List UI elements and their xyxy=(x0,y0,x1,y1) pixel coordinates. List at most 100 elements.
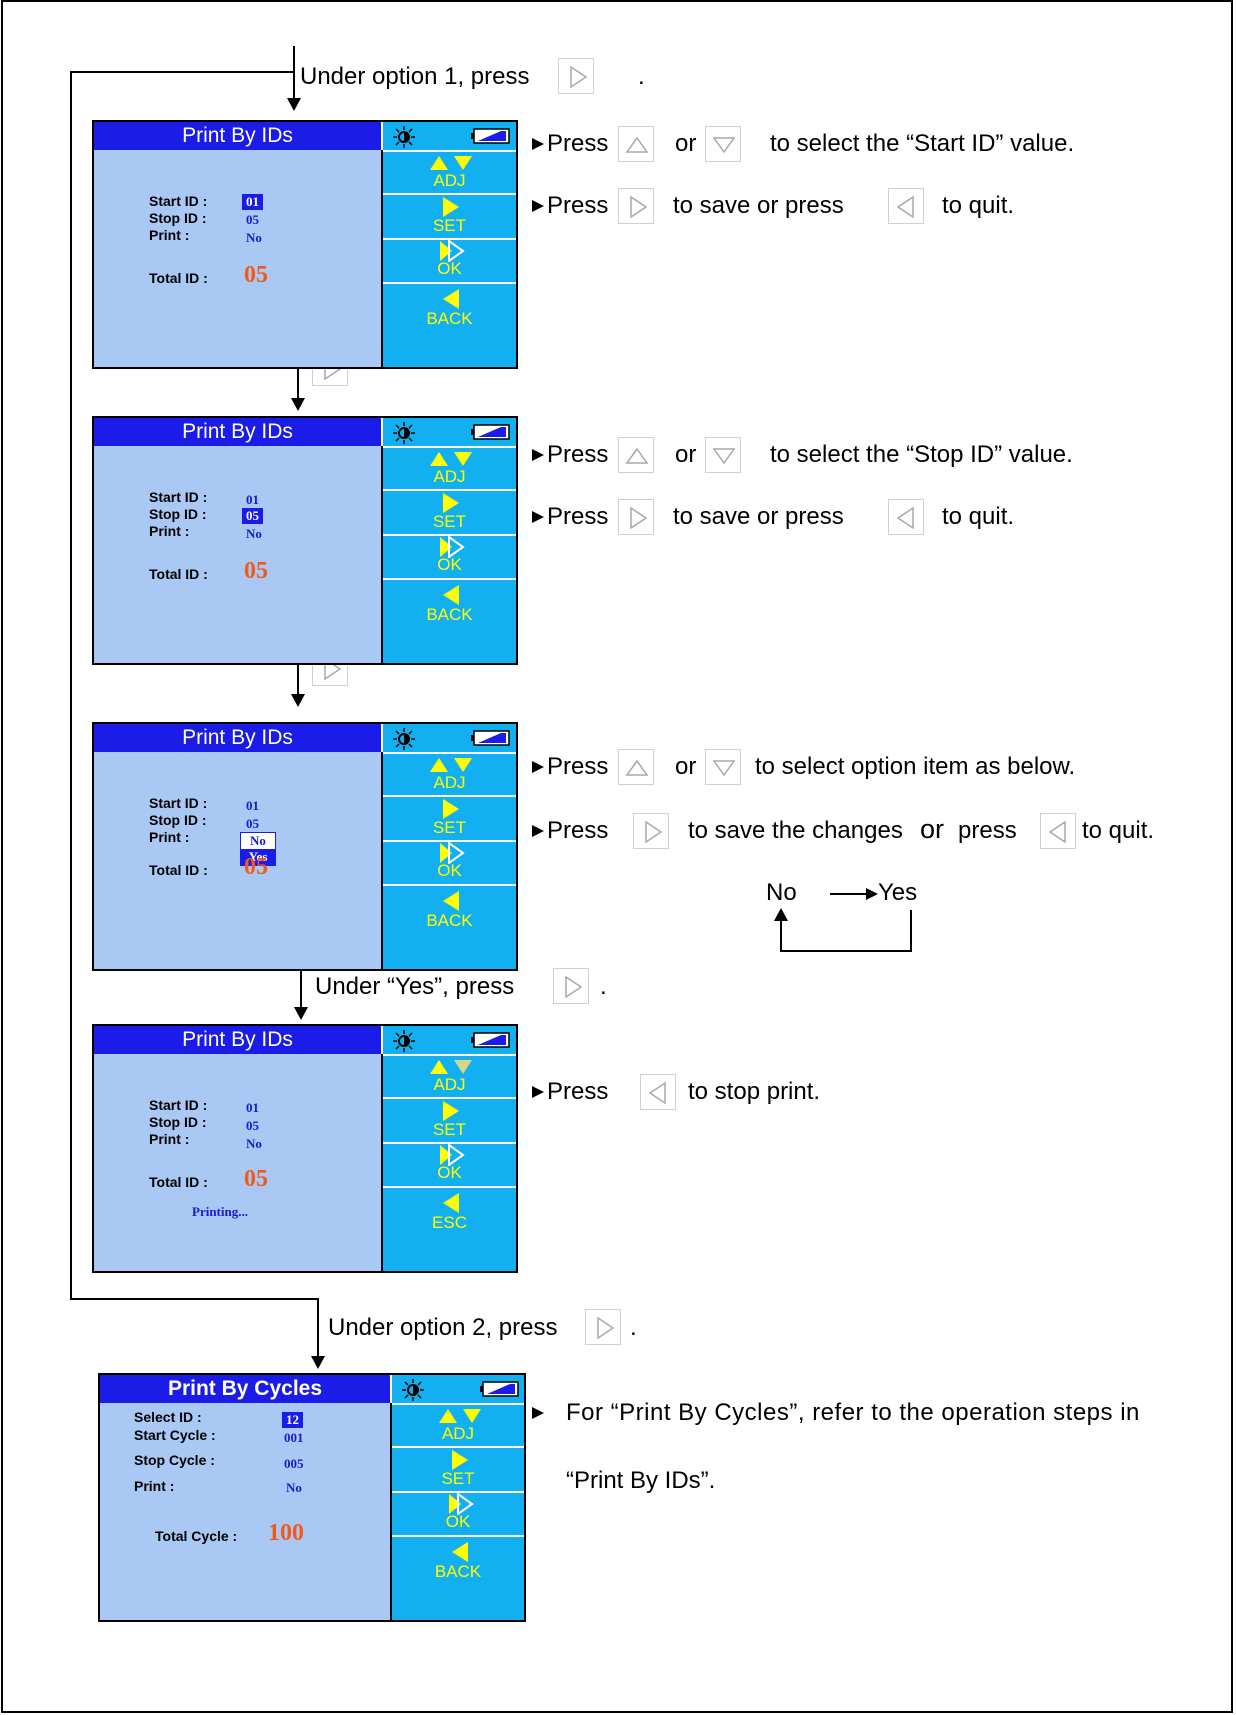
soft-key-ok[interactable]: OK xyxy=(437,259,462,278)
arrow-down-icon xyxy=(311,1356,325,1369)
stop-id-value: 05 xyxy=(246,1118,259,1133)
soft-key-set[interactable]: SET xyxy=(441,1469,475,1488)
device-screen-stop-id: Print By IDs Start ID : 01 Stop ID : 05 … xyxy=(92,416,518,665)
connector-line xyxy=(293,46,295,101)
soft-key-adj[interactable]: ADJ xyxy=(441,1424,475,1443)
print-value: No xyxy=(246,1136,262,1151)
left-arrow-icon xyxy=(443,891,459,911)
printing-status: Printing... xyxy=(192,1204,248,1219)
bullet-arrow-icon xyxy=(532,1407,544,1419)
soft-key-back[interactable]: BACK xyxy=(434,1562,482,1581)
print-label: Print : xyxy=(149,227,190,243)
print-value: No xyxy=(286,1480,302,1495)
period-text: . xyxy=(630,1314,637,1341)
connector-line xyxy=(70,71,72,1300)
print-label: Print : xyxy=(149,1131,190,1147)
right-arrow-icon xyxy=(443,197,459,217)
up-down-arrows-icon xyxy=(430,1060,472,1074)
cycle-no-label: No xyxy=(766,879,797,906)
right-key-icon xyxy=(553,968,589,1004)
start-id-label: Start ID : xyxy=(149,489,208,505)
brightness-icon xyxy=(393,728,415,750)
double-right-arrow-icon xyxy=(440,240,465,262)
left-key-icon xyxy=(1040,813,1076,849)
device-screen-start-id: Print By IDs Start ID : 01 Stop ID : 05 … xyxy=(92,120,518,369)
left-arrow-icon xyxy=(443,1193,459,1213)
soft-key-set[interactable]: SET xyxy=(432,818,467,837)
print-option-dropdown[interactable]: No Yes xyxy=(240,832,276,866)
soft-key-panel: ADJ SET OK BACK xyxy=(392,1375,524,1620)
print-value: No xyxy=(246,230,262,245)
soft-key-adj[interactable]: ADJ xyxy=(433,467,466,486)
instruction-text: to save or press xyxy=(673,192,844,219)
start-id-label: Start ID : xyxy=(149,795,208,811)
bullet-arrow-icon xyxy=(532,449,544,461)
brightness-icon xyxy=(393,126,415,148)
left-key-icon xyxy=(888,188,924,224)
soft-key-adj[interactable]: ADJ xyxy=(433,1075,466,1094)
total-id-value: 05 xyxy=(244,854,268,880)
total-id-label: Total ID : xyxy=(149,566,208,582)
screen-body: Start ID : 01 Stop ID : 05 Print : No To… xyxy=(94,1054,383,1271)
start-id-value: 01 xyxy=(246,1100,259,1115)
soft-key-back[interactable]: BACK xyxy=(426,605,473,624)
instruction-text: to quit. xyxy=(942,192,1015,219)
up-down-arrows-icon xyxy=(439,1409,481,1423)
soft-key-set[interactable]: SET xyxy=(432,1120,467,1139)
arrow-up-icon xyxy=(774,908,788,921)
bullet-arrow-icon xyxy=(532,200,544,212)
instruction-text: Press xyxy=(547,192,609,219)
soft-key-adj[interactable]: ADJ xyxy=(433,171,466,190)
start-id-label: Start ID : xyxy=(149,193,208,209)
soft-key-panel: ADJ SET OK BACK xyxy=(383,724,516,969)
total-cycle-value: 100 xyxy=(268,1520,304,1546)
up-down-arrows-icon xyxy=(430,758,472,772)
screen-title: Print By IDs xyxy=(94,418,381,446)
right-key-icon xyxy=(618,188,654,224)
soft-key-back[interactable]: BACK xyxy=(426,911,473,930)
screen-body: Select ID : 12 Start Cycle : 001 Stop Cy… xyxy=(100,1403,392,1620)
print-value: No xyxy=(246,526,262,541)
soft-key-panel: ADJ SET OK BACK xyxy=(383,418,516,663)
bullet-arrow-icon xyxy=(532,138,544,150)
connector-line xyxy=(297,642,299,696)
right-key-icon xyxy=(585,1309,621,1345)
instruction-text: press xyxy=(958,817,1017,844)
cycle-return-line xyxy=(910,910,912,952)
bullet-arrow-icon xyxy=(532,1086,544,1098)
soft-key-ok[interactable]: OK xyxy=(445,1512,471,1531)
double-right-arrow-icon xyxy=(440,842,465,864)
arrow-down-icon xyxy=(291,398,305,411)
soft-key-ok[interactable]: OK xyxy=(437,555,462,574)
brightness-icon xyxy=(393,1030,415,1052)
screen-title: Print By Cycles xyxy=(100,1375,390,1403)
right-arrow-icon xyxy=(443,1101,459,1121)
bullet-arrow-icon xyxy=(532,825,544,837)
instruction-text: to save or press xyxy=(673,503,844,530)
down-key-icon xyxy=(705,749,741,785)
soft-key-set[interactable]: SET xyxy=(432,512,467,531)
soft-key-back[interactable]: BACK xyxy=(426,309,473,328)
soft-key-adj[interactable]: ADJ xyxy=(433,773,466,792)
instruction-text: to quit. xyxy=(1082,817,1155,844)
stop-id-label: Stop ID : xyxy=(149,812,207,828)
double-right-arrow-icon xyxy=(440,536,465,558)
arrow-right-icon xyxy=(866,888,878,900)
soft-key-ok[interactable]: OK xyxy=(437,1163,462,1182)
screen-body: Start ID : 01 Stop ID : 05 Print : No To… xyxy=(94,150,383,367)
battery-icon xyxy=(471,730,510,746)
print-option-yes[interactable]: Yes xyxy=(241,849,275,865)
instruction-option1: Under option 1, press xyxy=(300,63,530,90)
soft-key-esc[interactable]: ESC xyxy=(432,1213,467,1232)
battery-icon xyxy=(471,1032,510,1048)
device-screen-print-option: Print By IDs Start ID : 01 Stop ID : 05 … xyxy=(92,722,518,971)
soft-key-set[interactable]: SET xyxy=(432,216,467,235)
start-id-value: 01 xyxy=(242,194,263,210)
print-option-no[interactable]: No xyxy=(250,833,266,848)
instruction-text: Press xyxy=(547,817,609,844)
soft-key-ok[interactable]: OK xyxy=(437,861,462,880)
right-arrow-icon xyxy=(443,493,459,513)
screen-title: Print By IDs xyxy=(94,1026,381,1054)
instruction-text: or xyxy=(920,814,945,844)
stop-cycle-label: Stop Cycle : xyxy=(134,1452,215,1468)
